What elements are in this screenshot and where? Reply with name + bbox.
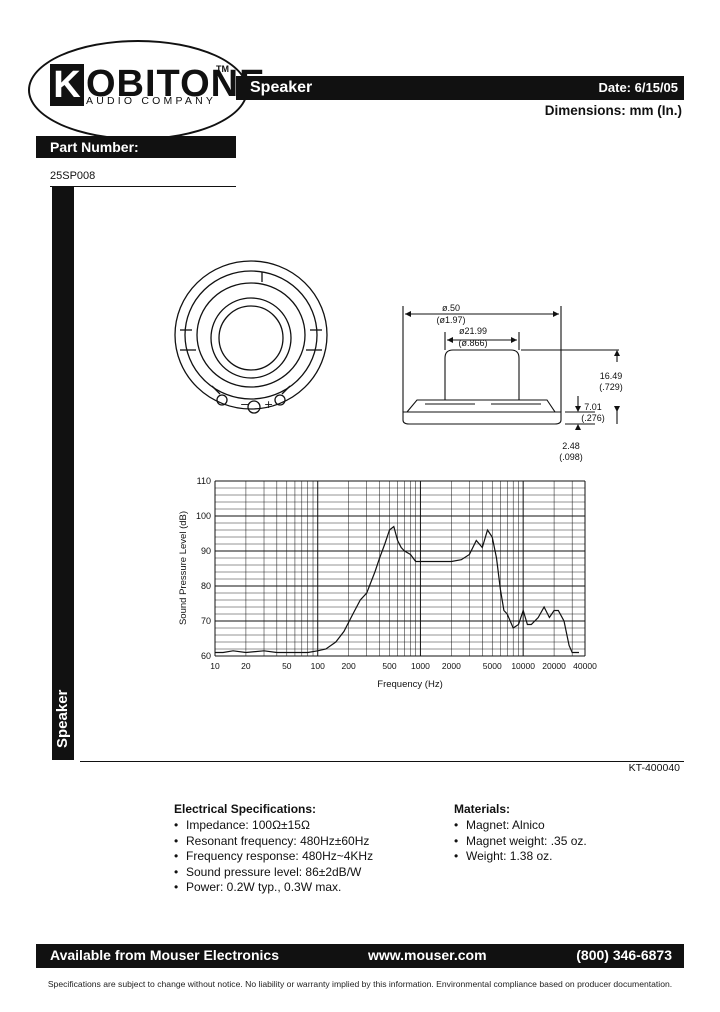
spec-power: Power: 0.2W typ., 0.3W max. [174, 880, 373, 896]
part-number-label: Part Number: [50, 139, 139, 155]
electrical-specs-title: Electrical Specifications: [174, 802, 317, 816]
spec-frequency-response: Frequency response: 480Hz~4KHz [174, 849, 373, 865]
footer-disclaimer: Specifications are subject to change wit… [47, 979, 673, 989]
y-tick-label: 110 [197, 476, 211, 486]
dimensions-unit: Dimensions: mm (In.) [544, 103, 682, 118]
x-tick-label: 100 [311, 661, 325, 671]
chart-x-axis-label: Frequency (Hz) [377, 679, 442, 690]
speaker-front-view: − + [174, 260, 328, 414]
x-tick-label: 10 [210, 661, 220, 671]
dim-base-mm: 2.48 [562, 441, 580, 451]
frequency-response-chart: 60 70 80 90 100 110 10 20 50 100 200 500 1000 2000 50… [178, 476, 597, 690]
side-bar [52, 186, 74, 760]
dim-outer-in: (ø1.97) [436, 315, 465, 325]
logo-k-block: K [50, 64, 84, 106]
x-tick-label: 5000 [483, 661, 502, 671]
dim-height-in: (.729) [599, 382, 623, 392]
footer-phone: (800) 346-6873 [576, 947, 672, 963]
x-tick-label: 200 [342, 661, 356, 671]
x-tick-label: 500 [382, 661, 396, 671]
doc-code: KT-400040 [628, 762, 680, 774]
front-view-plus-label: + [264, 398, 273, 411]
divider-line [80, 761, 684, 762]
y-tick-label: 90 [201, 546, 211, 556]
chart-grid [214, 480, 586, 657]
dim-height-mm: 16.49 [600, 371, 623, 381]
part-number-underline [50, 186, 236, 187]
x-tick-label: 2000 [442, 661, 461, 671]
doc-date: Date: 6/15/05 [598, 80, 679, 95]
footer-url-link[interactable]: www.mouser.com [368, 947, 487, 963]
logo-wordmark: OBITONE [86, 63, 266, 105]
part-number-value: 25SP008 [50, 170, 96, 182]
part-number-bar: Part Number: [36, 136, 236, 158]
x-tick-label: 20 [241, 661, 251, 671]
front-view-minus-label: − [240, 398, 249, 411]
material-magnet-weight: Magnet weight: .35 oz. [454, 834, 587, 850]
dim-base-in: (.098) [559, 452, 583, 462]
materials-list: Magnet: Alnico Magnet weight: .35 oz. We… [454, 818, 587, 865]
dim-mid-in: (.276) [581, 413, 605, 423]
chart-y-axis-label: Sound Pressure Level (dB) [178, 511, 189, 625]
x-tick-label: 20000 [542, 661, 566, 671]
dim-outer-mm: ø.50 [442, 303, 460, 313]
chart-series-line [215, 525, 579, 654]
doc-title: Speaker [250, 79, 313, 96]
spec-resonant-frequency: Resonant frequency: 480Hz±60Hz [174, 834, 373, 850]
side-label: Speaker [54, 689, 71, 748]
x-tick-label: 1000 [411, 661, 430, 671]
x-tick-label: 40000 [573, 661, 597, 671]
dim-inner-in: (ø.866) [458, 338, 487, 348]
logo-subtitle: AUDIO COMPANY [86, 95, 217, 107]
material-weight: Weight: 1.38 oz. [454, 849, 587, 865]
dim-inner-mm: ø21.99 [459, 326, 487, 336]
y-tick-label: 60 [201, 651, 211, 661]
dim-mid-mm: 7.01 [584, 402, 602, 412]
logo-trademark: TM [216, 64, 229, 74]
chart-y-ticks: 60 70 80 90 100 110 [196, 476, 211, 661]
footer-bar: Available from Mouser Electronics www.mo… [36, 944, 684, 968]
materials-title: Materials: [454, 802, 511, 816]
spec-impedance: Impedance: 100Ω±15Ω [174, 818, 373, 834]
electrical-specs-list: Impedance: 100Ω±15Ω Resonant frequency: … [174, 818, 373, 896]
header-bar: Speaker Date: 6/15/05 [236, 76, 684, 100]
chart-x-ticks: 10 20 50 100 200 500 1000 2000 5000 10000 20000 400… [210, 661, 597, 671]
y-tick-label: 70 [201, 616, 211, 626]
footer-available-text: Available from Mouser Electronics [50, 947, 279, 963]
speaker-side-view: ø.50 (ø1.97) ø21.99 (ø.866) 16.49 (.729)… [402, 303, 623, 462]
x-tick-label: 10000 [511, 661, 535, 671]
material-magnet: Magnet: Alnico [454, 818, 587, 834]
spec-sound-pressure-level: Sound pressure level: 86±2dB/W [174, 865, 373, 881]
x-tick-label: 50 [282, 661, 292, 671]
y-tick-label: 80 [201, 581, 211, 591]
y-tick-label: 100 [196, 511, 211, 521]
